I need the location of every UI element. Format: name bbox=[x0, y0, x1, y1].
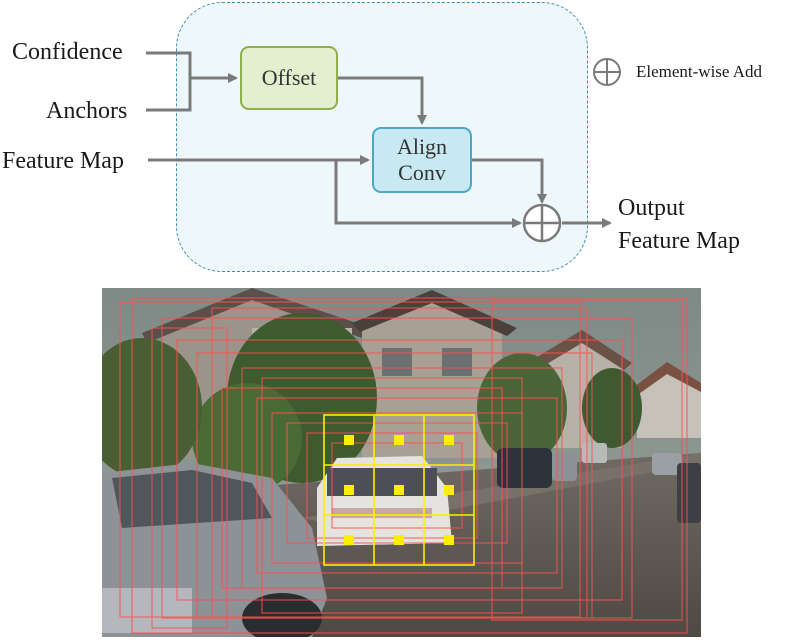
output-label-line2: Feature Map bbox=[618, 228, 740, 254]
anchors-line bbox=[146, 78, 192, 112]
legend-add-icon bbox=[593, 58, 621, 86]
align-conv-label-line2: Conv bbox=[398, 160, 446, 185]
sampling-grid bbox=[323, 414, 475, 566]
anchor-boxes bbox=[119, 297, 688, 634]
align-conv-node: Align Conv bbox=[372, 127, 472, 193]
offset-node: Offset bbox=[240, 46, 338, 110]
connection-arrows bbox=[146, 51, 621, 243]
anchor-overlay bbox=[119, 297, 688, 634]
street-scene-image bbox=[102, 288, 701, 637]
offset-label: Offset bbox=[261, 64, 317, 90]
anchors-label: Anchors bbox=[46, 98, 128, 124]
align-to-add-arrow bbox=[472, 158, 547, 204]
element-wise-add-icon bbox=[522, 203, 562, 243]
confidence-line bbox=[146, 51, 192, 78]
featuremap-skip-line bbox=[334, 160, 522, 228]
sampling-points bbox=[344, 435, 454, 545]
offset-to-align-arrow bbox=[338, 76, 427, 125]
feature-map-label: Feature Map bbox=[2, 148, 124, 174]
legend-label: Element-wise Add bbox=[636, 62, 763, 81]
confidence-label: Confidence bbox=[12, 39, 123, 65]
align-conv-label-line1: Align bbox=[396, 133, 448, 159]
output-label-line1: Output bbox=[618, 195, 685, 221]
